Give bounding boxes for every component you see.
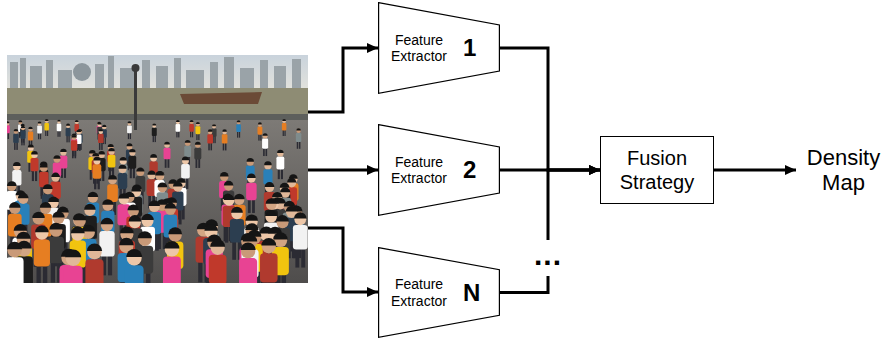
person [262, 133, 268, 156]
person [189, 120, 194, 137]
input-line [308, 228, 378, 292]
person [30, 151, 38, 181]
person [125, 249, 144, 283]
connector-arrow [500, 48, 600, 170]
node-label: Feature Extractor [388, 32, 450, 64]
person [44, 119, 49, 136]
person [276, 150, 284, 179]
person [239, 242, 257, 283]
node-number: 1 [463, 36, 476, 60]
person [128, 149, 136, 178]
person [127, 121, 132, 139]
person [34, 225, 50, 283]
person [152, 123, 157, 142]
person [13, 129, 19, 150]
ship [180, 92, 262, 104]
person [71, 135, 77, 158]
photo-content [7, 55, 308, 283]
person [260, 238, 278, 283]
process-box: Fusion Strategy [600, 136, 714, 204]
person [236, 120, 241, 137]
person [293, 212, 308, 267]
person [176, 120, 181, 137]
connector-arrow [714, 169, 796, 172]
node-label: Fusion Strategy [609, 146, 705, 194]
person [93, 157, 102, 189]
crowd [7, 119, 308, 283]
river [7, 88, 308, 116]
node-label: Feature Extractor [388, 154, 450, 186]
person [20, 126, 25, 146]
person [257, 122, 262, 140]
person [64, 249, 83, 283]
person [66, 124, 71, 143]
person [194, 142, 201, 168]
person [7, 242, 24, 283]
person [296, 128, 301, 149]
person [57, 120, 62, 137]
trapezoid-shape [379, 3, 500, 94]
ground [7, 120, 308, 283]
person [85, 243, 103, 283]
lamp-post [134, 70, 137, 130]
person [222, 129, 228, 150]
person [282, 119, 287, 136]
connector-arrow [500, 170, 600, 293]
node-number: N [463, 281, 480, 305]
ellipsis-label: ... [532, 240, 564, 276]
node-number: 2 [463, 158, 476, 182]
person [246, 174, 256, 213]
person [164, 142, 171, 168]
person [207, 129, 213, 150]
river-wall [7, 114, 308, 120]
input-line [308, 169, 378, 172]
input-line [308, 48, 378, 112]
person [37, 121, 42, 139]
extractor-trapezoid: Feature Extractor 2 [378, 124, 500, 216]
node-label: Feature Extractor [388, 276, 450, 308]
trapezoid-shape [379, 248, 500, 338]
person [195, 122, 200, 140]
skyline [10, 56, 301, 88]
person [163, 241, 181, 283]
extractor-trapezoid: Feature Extractor N [378, 247, 500, 338]
person [28, 127, 33, 147]
person [98, 129, 104, 150]
person [108, 148, 116, 177]
trapezoid-shape [379, 125, 500, 216]
person [7, 121, 10, 139]
extractor-trapezoid: Feature Extractor 1 [378, 2, 500, 94]
lamp [132, 64, 140, 72]
node-label: Density Map [802, 145, 885, 196]
output-node: Density Map [796, 143, 885, 198]
person [209, 239, 227, 283]
